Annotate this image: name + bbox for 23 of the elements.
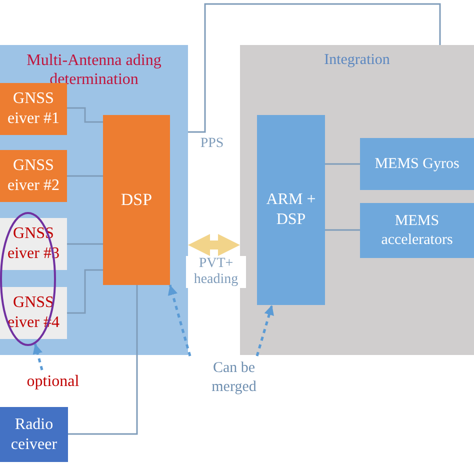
process-box: GNSS eiver #2	[0, 150, 67, 202]
edge-label: PVT+ heading	[186, 256, 246, 288]
group-panel	[240, 45, 474, 355]
arrow	[256, 304, 274, 356]
double-arrow	[188, 234, 240, 256]
connector-line	[188, 3, 441, 133]
process-box: Radio ceiveer	[0, 407, 68, 462]
connector-line	[67, 243, 103, 245]
process-box: GNSS eiver #1	[0, 83, 67, 135]
connector-line	[67, 269, 103, 314]
annotation-text: optional	[18, 370, 88, 394]
connector-line	[67, 175, 103, 177]
process-box: MEMS Gyros	[360, 138, 474, 190]
group-panel	[0, 45, 188, 355]
annotation-text: Can be merged	[190, 356, 278, 400]
connector-line	[325, 163, 360, 165]
process-box: ARM + DSP	[257, 115, 325, 305]
group-title: Integration	[323, 51, 391, 69]
process-box: MEMS accelerators	[360, 203, 474, 258]
connector-line	[68, 285, 138, 435]
connector-line	[67, 107, 103, 123]
process-box: DSP	[103, 115, 170, 285]
connector-line	[325, 229, 360, 231]
